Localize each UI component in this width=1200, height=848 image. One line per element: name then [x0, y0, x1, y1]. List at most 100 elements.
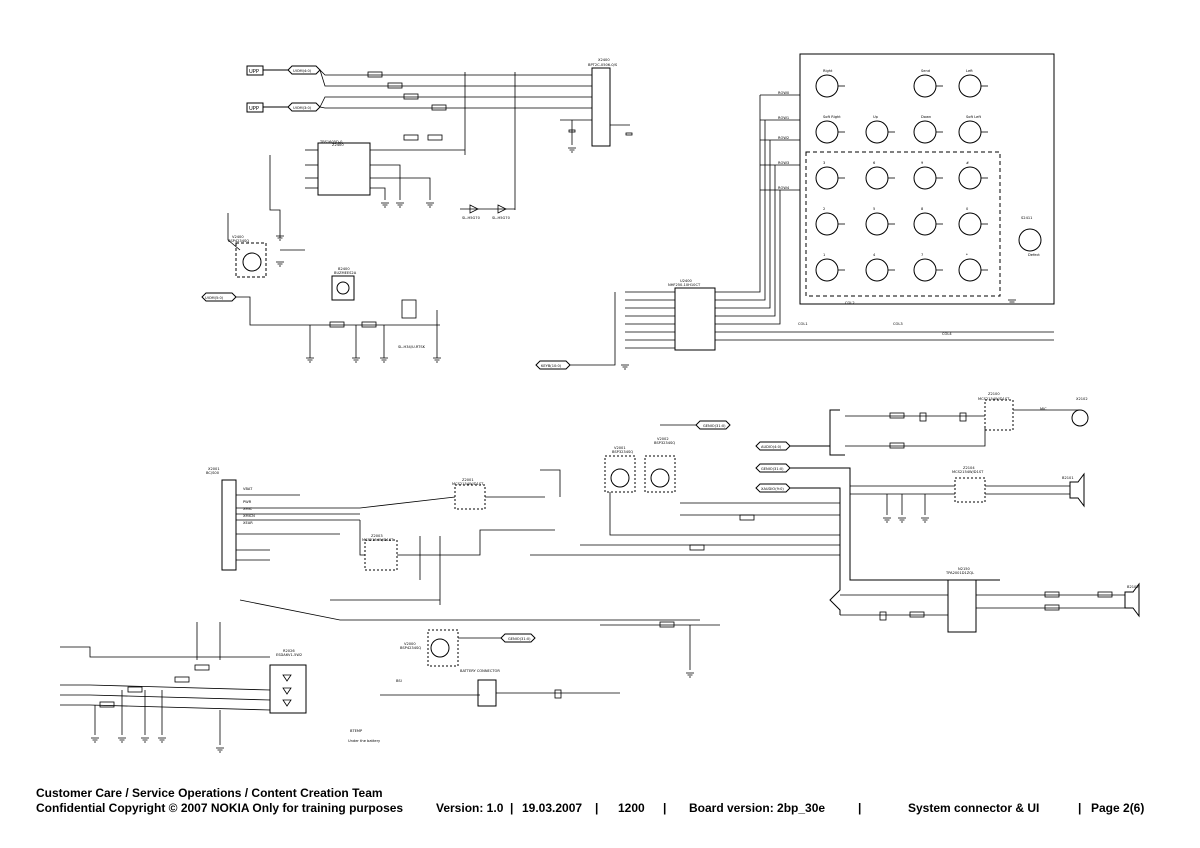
- ground-symbol: [352, 357, 360, 363]
- footer-confidential: Confidential Copyright © 2007 NOKIA Only…: [36, 801, 404, 815]
- ground-symbol: [921, 517, 929, 523]
- key-num-1-0-symbol: [815, 212, 839, 236]
- esd-protection-r2026: R2026 ESDA6V1-5W2: [60, 622, 307, 745]
- col-net-3: COL3: [893, 322, 903, 326]
- key-top-1-symbol: [913, 74, 937, 98]
- uiom-bottom-bus: UIOM(3:0): [293, 106, 312, 110]
- ground-symbol: [158, 737, 166, 743]
- uiom-top-bus: UIOM(4:0): [293, 69, 312, 73]
- z2100-ref: Z2100: [988, 392, 1000, 396]
- ground-symbol: [1008, 299, 1016, 305]
- r2026-part: ESDA6V1-5W2: [276, 653, 302, 657]
- u2400-ref: U2400: [680, 279, 692, 283]
- ground-symbol: [898, 517, 906, 523]
- z2400-ref: Z2400: [332, 143, 344, 147]
- z2400-part: TBS1605D-0: [319, 140, 343, 144]
- key-num-0-3-label: #: [966, 161, 969, 165]
- key-top-1-label: Send: [921, 69, 930, 73]
- key-num-2-1-symbol: [865, 258, 889, 282]
- footer-date: 19.03.2007: [522, 801, 583, 815]
- x2001-ref: X2001: [208, 467, 220, 471]
- genio-audio-bus: GENIO(31:0): [761, 467, 784, 471]
- b2400-ref: B2400: [338, 267, 350, 271]
- pin-xmicn: XMICN: [243, 514, 255, 518]
- battery-connector: V2000 BSP4234SQ GENIO(31:0) BATTERY CONN…: [348, 621, 720, 743]
- footer-sep-1: |: [510, 801, 514, 815]
- row-net-0: ROW0: [778, 91, 790, 95]
- ground-symbol: [621, 364, 629, 370]
- key-top-2-symbol: [958, 74, 982, 98]
- upp-bottom-label: UPP: [249, 106, 259, 112]
- under-battery-label: Under the battery: [348, 739, 381, 743]
- key-second-2-label: Down: [921, 115, 931, 119]
- ground-symbols: [91, 147, 1016, 753]
- v2400-ref: V2400: [232, 235, 244, 239]
- v2002-part: BSP3234SQ: [654, 441, 675, 445]
- footer-version: Version: 1.0: [436, 801, 504, 815]
- col-net-2: COL2: [845, 301, 855, 305]
- u2400-part: NHF250-10H10CT: [668, 283, 701, 287]
- ground-symbol: [141, 737, 149, 743]
- earpiece-path: Z2104 MCS2154W/D1ST B2101: [850, 466, 1085, 515]
- ground-symbol: [306, 357, 314, 363]
- footer-sep-4: |: [858, 801, 862, 815]
- x2400-ref: X2400: [598, 58, 610, 62]
- ground-symbol: [118, 737, 126, 743]
- v2001-ref: V2001: [614, 446, 626, 450]
- footer-model: 1200: [618, 801, 645, 815]
- key-num-2-2-label: 7: [921, 253, 923, 257]
- x2400-part: BPT2C-0506-0/S: [588, 63, 618, 67]
- v2000-ref: V2000: [404, 642, 416, 646]
- key-num-1-0-label: 2: [823, 207, 825, 211]
- x2102-ref: X2102: [1076, 397, 1088, 401]
- led-part-1: SL-H5G70: [462, 216, 481, 220]
- z2104-part: MCS2154W/D1ST: [952, 470, 984, 474]
- z2003-part: MCS2154W/D1ST: [362, 538, 394, 542]
- col-net-1: COL1: [798, 322, 808, 326]
- key-num-0-1-symbol: [865, 166, 889, 190]
- footer-sep-5: |: [1078, 801, 1082, 815]
- ground-symbol: [276, 235, 284, 241]
- z2104-ref: Z2104: [963, 466, 975, 470]
- mic-label: MIC: [1040, 407, 1047, 411]
- col-net-4: COL4: [942, 332, 952, 336]
- emi-filter-z2400: Z2400 TBS1605D-0: [305, 134, 465, 200]
- key-second-1-label: Up: [873, 115, 879, 119]
- ground-symbol: [433, 357, 441, 363]
- backlight-leds: SL-H5G70 SL-H5G70: [460, 204, 515, 220]
- ihf-amplifier-n2150: N2150 TPA2001D1ZQL B2102: [840, 567, 1140, 633]
- key-num-1-2-label: 8: [921, 207, 924, 211]
- audio-filters-z2001-z2003: Z2001 MCS2154W/D1ST Z2003 MCS2154W/D1ST: [239, 469, 700, 621]
- row-net-2: ROW2: [778, 136, 789, 140]
- v2404-part: SL-H34/U-RTSK: [398, 345, 426, 349]
- pin-xmic: XMIC: [243, 507, 253, 511]
- audio-bus: AUDIO(4:0): [761, 445, 782, 449]
- led-part-2: SL-H5G70: [492, 216, 511, 220]
- key-num-1-1-symbol: [865, 212, 889, 236]
- v2000-part: BSP4234SQ: [400, 646, 421, 650]
- key-num-1-1-label: 5: [873, 207, 875, 211]
- key-num-1-2-symbol: [913, 212, 937, 236]
- z2001-ref: Z2001: [462, 478, 474, 482]
- row-net-3: ROW3: [778, 161, 789, 165]
- ground-symbol: [381, 202, 389, 208]
- key-num-1-3-symbol: [958, 212, 982, 236]
- bsi-label: BSI: [396, 679, 402, 683]
- keyboard-filter-u2400: U2400 NHF250-10H10CT KEYB(10:0): [535, 95, 1054, 370]
- genio-right-top-bus: GENIO(31:0): [703, 424, 726, 428]
- key-num-2-1-label: 4: [873, 253, 876, 257]
- footer-page: Page 2(6): [1091, 801, 1145, 815]
- pin-xear: XEAR: [243, 521, 253, 525]
- footer-team: Customer Care / Service Operations / Con…: [36, 786, 383, 800]
- mic-bias-transistors: V2001 BSP3234SQ V2002 BSP3234SQ GENIO(31…: [530, 420, 840, 556]
- ground-symbol: [568, 147, 576, 153]
- ground-symbol: [396, 202, 404, 208]
- key-second-2-symbol: [913, 120, 937, 144]
- btemp-label: BTEMP: [350, 729, 363, 733]
- key-num-1-3-label: 0: [966, 207, 969, 211]
- key-second-3-label: Soft Left: [966, 115, 982, 119]
- footer-sep-2: |: [595, 801, 599, 815]
- key-num-2-3-symbol: [958, 258, 982, 282]
